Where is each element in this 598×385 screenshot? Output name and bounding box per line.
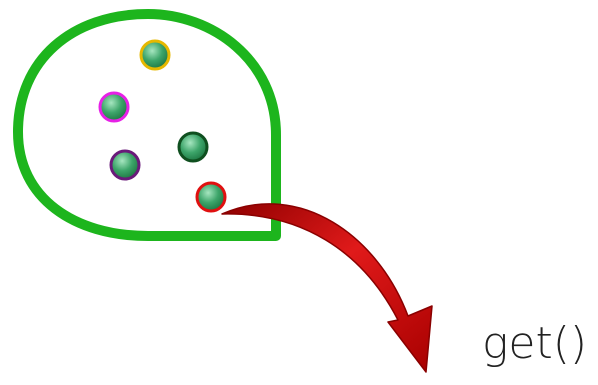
yellow-ring-ball — [141, 41, 169, 69]
balls-group — [100, 41, 225, 211]
magenta-ring-ball — [100, 93, 128, 121]
get-method-label: get() — [482, 322, 587, 366]
dark-green-ring-ball — [179, 133, 207, 161]
curved-arrow — [222, 204, 432, 372]
red-ring-ball — [197, 183, 225, 211]
purple-ring-ball — [111, 151, 139, 179]
